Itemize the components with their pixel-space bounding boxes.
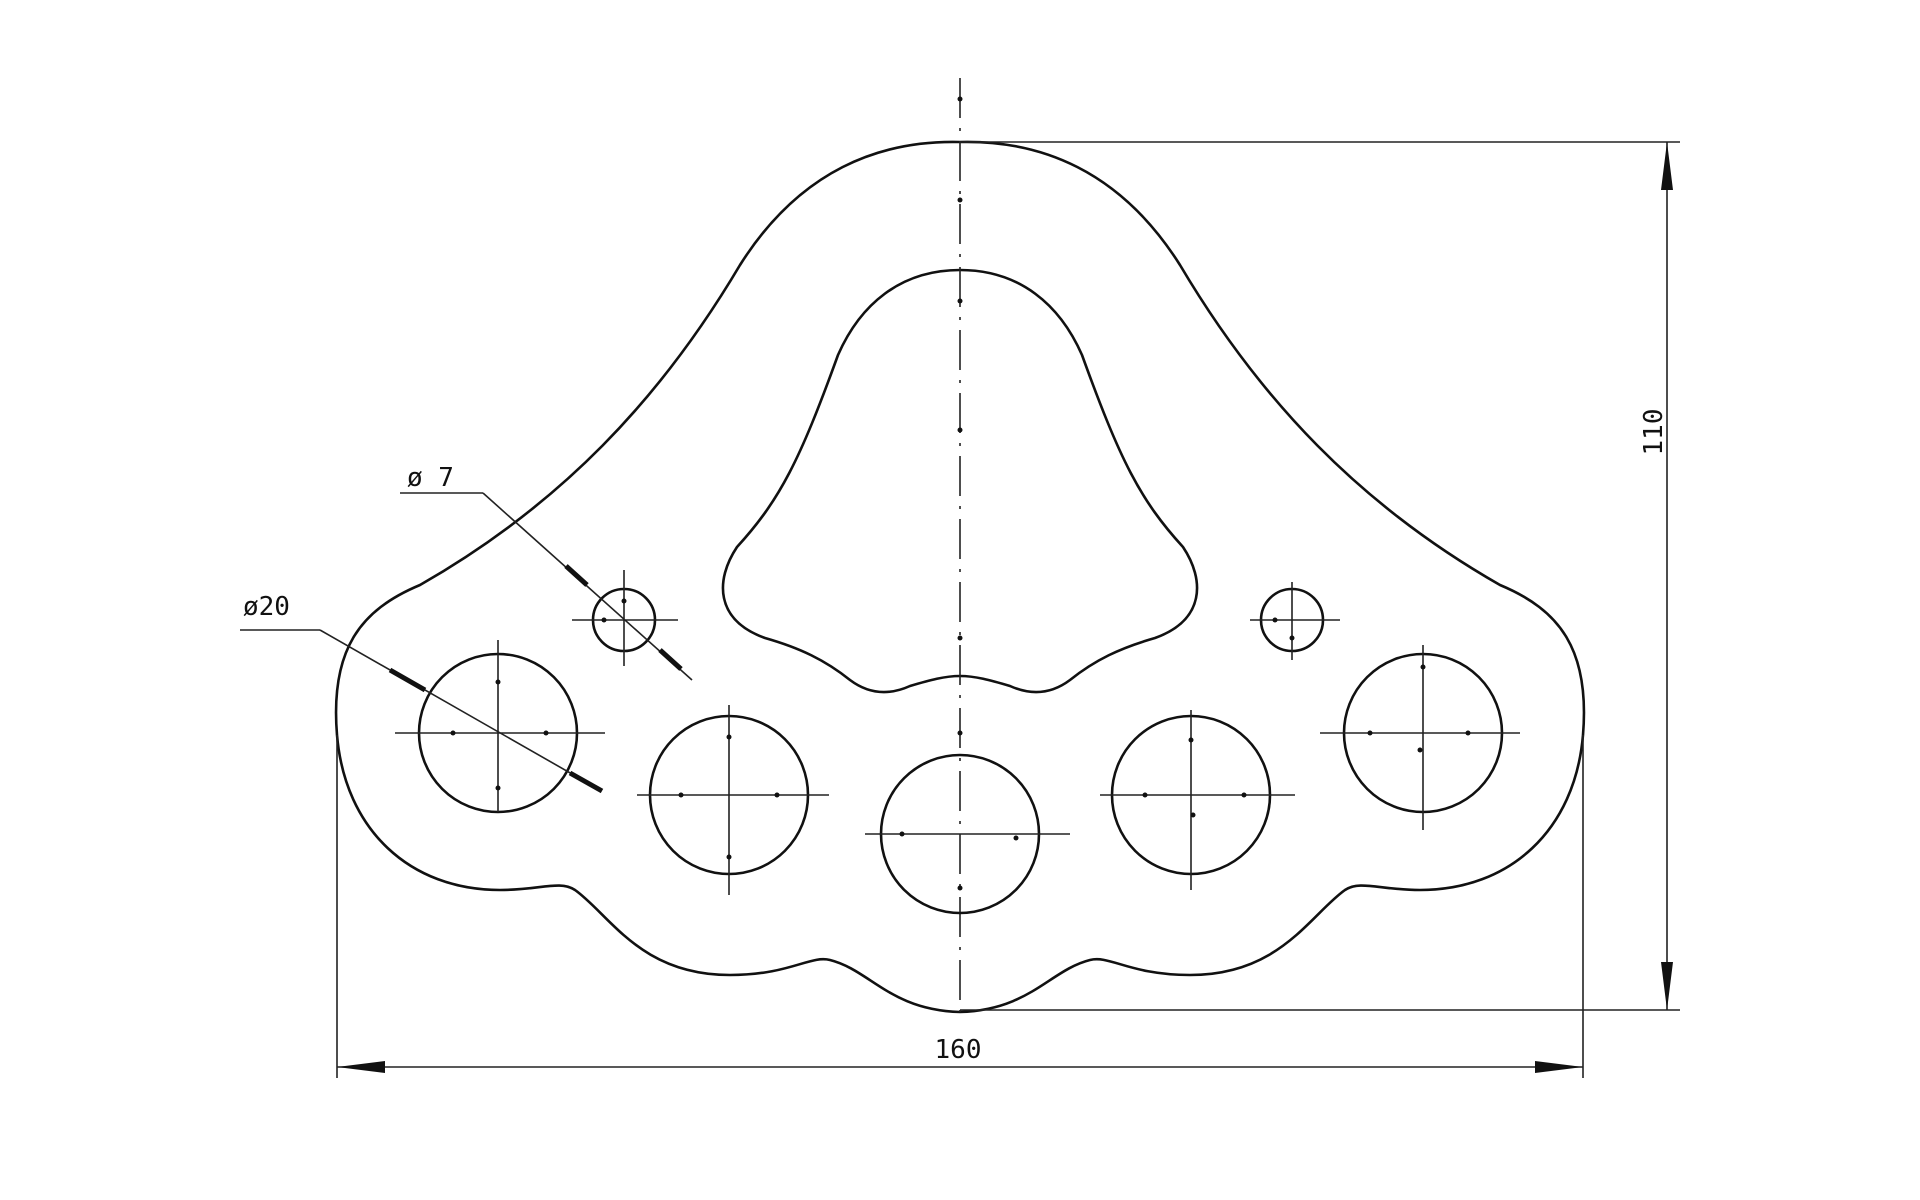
width-dimension: 160: [336, 735, 1584, 1078]
large-hole-2: [637, 705, 829, 895]
width-dimension-label: 160: [935, 1035, 982, 1065]
large-hole-3: [865, 753, 1070, 915]
small-hole-right: [1250, 582, 1340, 660]
large-hole-diameter-leader: ø20: [240, 592, 604, 794]
height-dimension-label: 110: [1639, 409, 1669, 456]
height-dimension: 110: [960, 141, 1680, 1011]
part-outline: [334, 140, 1586, 1014]
large-hole-1: [395, 640, 605, 814]
small-hole-diameter-label: ø 7: [407, 463, 454, 493]
large-hole-5: [1320, 645, 1520, 830]
small-hole-diameter-leader: ø 7: [400, 463, 693, 681]
large-hole-diameter-label: ø20: [243, 592, 290, 622]
large-hole-4: [1100, 710, 1295, 890]
